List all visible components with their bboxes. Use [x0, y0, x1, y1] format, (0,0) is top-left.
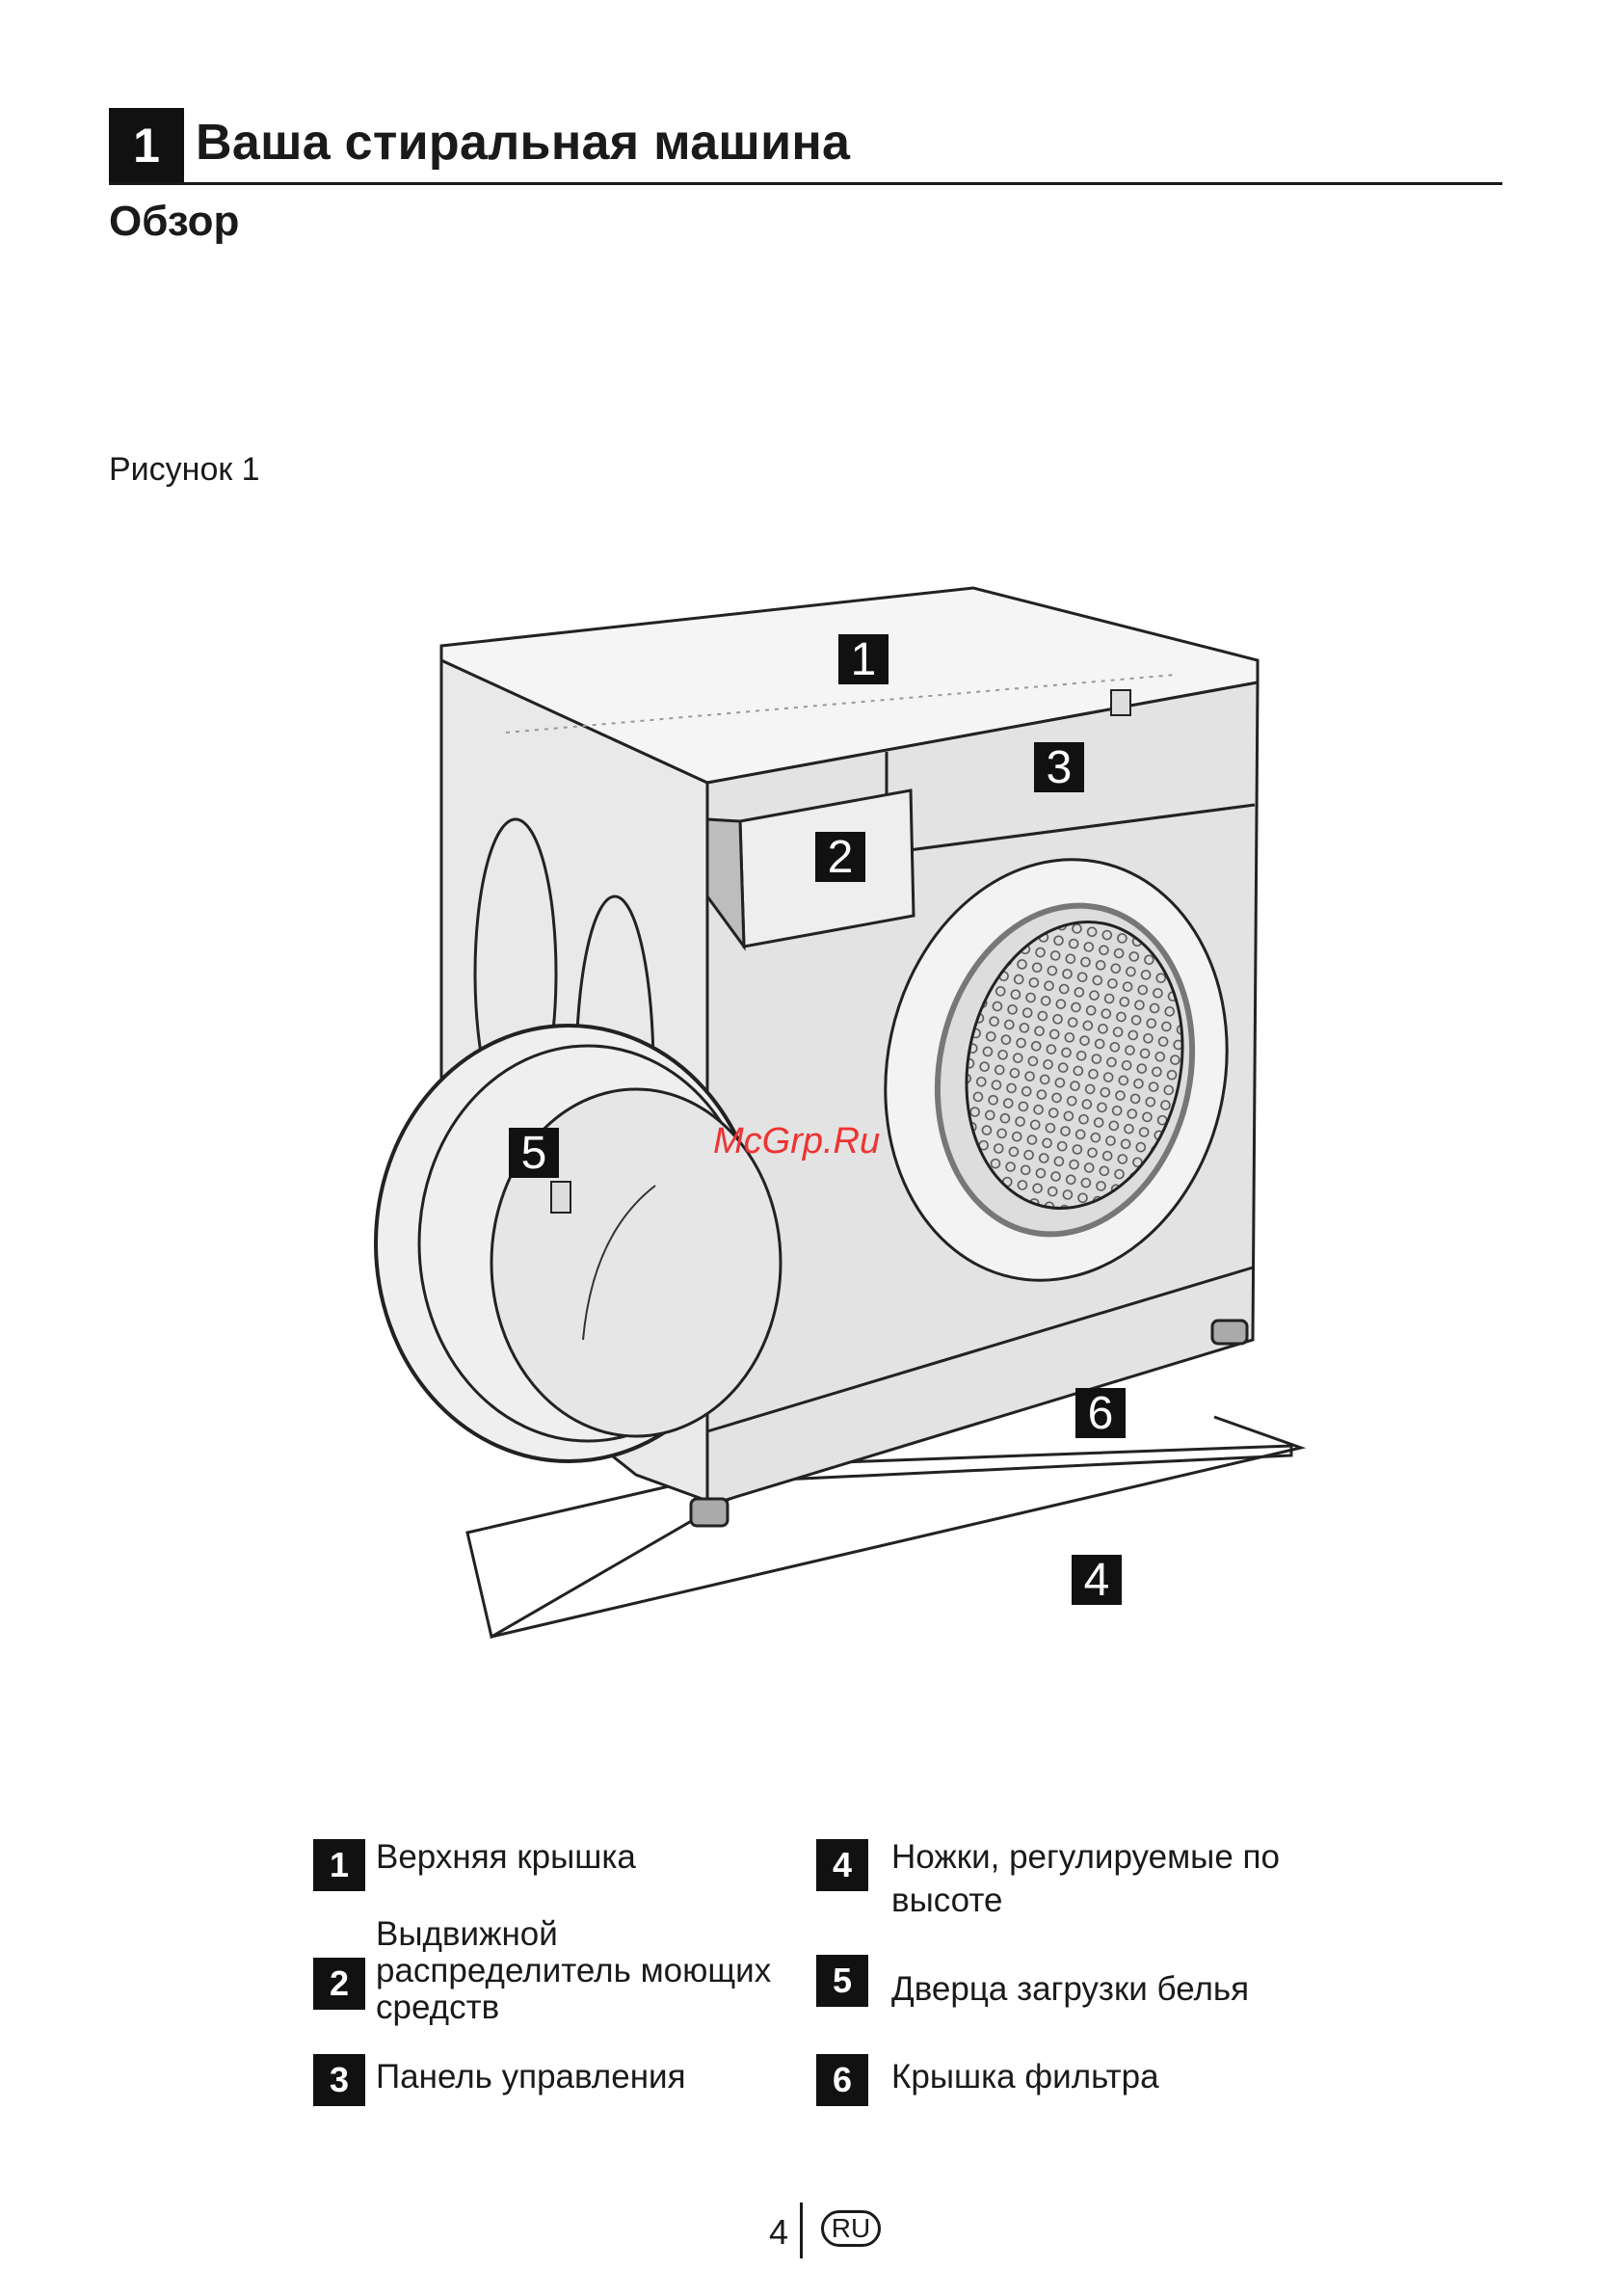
callout-5: 5 — [509, 1128, 559, 1179]
callout-4: 4 — [1072, 1555, 1122, 1606]
legend-badge: 2 — [313, 1958, 365, 2010]
svg-text:1: 1 — [851, 634, 877, 685]
page-footer: 4 RU — [761, 2203, 915, 2256]
figure-caption: Рисунок 1 — [109, 451, 260, 489]
callout-2: 2 — [815, 832, 865, 883]
page-number: 4 — [769, 2212, 788, 2253]
legend-label-line: Выдвижной — [376, 1916, 558, 1953]
callout-6: 6 — [1075, 1388, 1126, 1439]
legend-label: Крышка фильтра — [891, 2059, 1159, 2096]
legend-label: Панель управления — [376, 2059, 686, 2096]
legend-label: Верхняя крышка — [376, 1839, 636, 1876]
legend-label-line: Ножки, регулируемые по — [891, 1839, 1280, 1876]
legend-label: Дверца загрузки белья — [891, 1971, 1249, 2008]
foot-right — [1212, 1321, 1247, 1344]
legend-badge: 3 — [313, 2054, 365, 2106]
legend-badge: 6 — [816, 2054, 868, 2106]
section-header: 1 Ваша стиральная машина — [109, 108, 1502, 185]
svg-text:2: 2 — [828, 832, 854, 883]
section-title: Ваша стиральная машина — [196, 114, 850, 172]
callout-3: 3 — [1034, 742, 1084, 793]
legend-badge: 1 — [313, 1839, 365, 1891]
footer-divider — [800, 2203, 803, 2258]
legend-label-line: распределитель моющих — [376, 1953, 771, 1989]
svg-text:6: 6 — [1088, 1388, 1114, 1439]
legend-badge: 4 — [816, 1839, 868, 1891]
svg-text:3: 3 — [1047, 742, 1073, 793]
language-badge: RU — [821, 2210, 881, 2247]
callout-1: 1 — [838, 634, 889, 685]
legend-label-line: высоте — [891, 1882, 1002, 1919]
watermark: McGrp.Ru — [713, 1121, 880, 1161]
legend-badge: 5 — [816, 1955, 868, 2007]
washing-machine-illustration: 1 3 2 5 6 4 McGrp.Ru — [347, 569, 1311, 1658]
legend-label-line: средств — [376, 1989, 499, 2026]
svg-text:4: 4 — [1084, 1555, 1110, 1606]
svg-text:5: 5 — [521, 1128, 547, 1179]
page-subtitle: Обзор — [109, 198, 239, 246]
foot-left — [691, 1499, 728, 1526]
section-number-badge: 1 — [109, 108, 184, 182]
floor-outline — [467, 1446, 1291, 1637]
